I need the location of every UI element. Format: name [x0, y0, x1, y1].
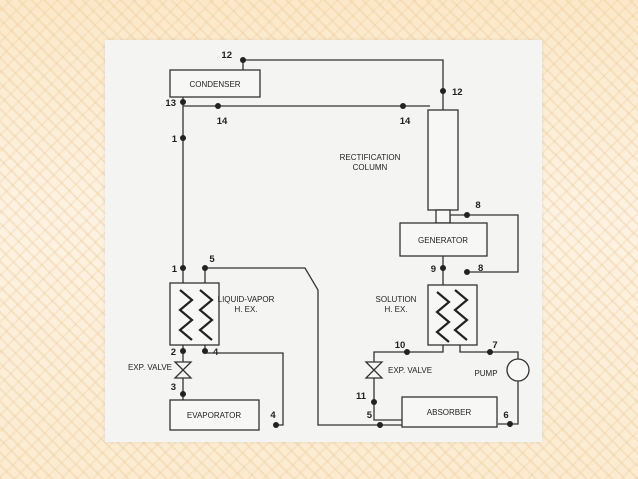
evaporator-label: EVAPORATOR: [187, 411, 241, 420]
rectification-column-label-line1: RECTIFICATION: [340, 153, 401, 162]
pipe-12: [242, 59, 444, 110]
left-expansion-valve-label: EXP. VALVE: [128, 363, 172, 372]
generator-box: [399, 222, 488, 257]
state-point-8-upper: 8: [475, 200, 480, 211]
pipe-10-11: [373, 345, 444, 421]
right-expansion-valve-icon: [364, 361, 384, 379]
liquid-vapor-hex-label-line1: LIQUID-VAPOR: [218, 295, 275, 304]
state-point-14-left: 14: [217, 116, 228, 127]
state-point-5-bottom: 5: [367, 410, 373, 421]
solution-hex-coils: [435, 289, 469, 343]
solution-hex-label-line1: SOLUTION: [376, 295, 417, 304]
state-point-6: 6: [503, 410, 508, 421]
state-point-12-top: 12: [221, 50, 232, 61]
state-point-1-lower: 1: [172, 264, 178, 275]
solution-hex-label-line2: H. EX.: [384, 305, 407, 314]
state-point-13: 13: [165, 98, 176, 109]
liquid-vapor-hex-box: [169, 282, 220, 346]
state-point-12-right: 12: [452, 87, 463, 98]
state-point-5-top: 5: [209, 254, 215, 265]
absorber-box: [401, 396, 498, 428]
right-expansion-valve-label: EXP. VALVE: [388, 366, 432, 375]
pipe-6: [498, 380, 519, 425]
pump-label: PUMP: [474, 369, 497, 378]
state-point-2: 2: [171, 347, 176, 358]
state-point-4-evaporator: 4: [270, 410, 276, 421]
state-point-4-hex: 4: [213, 347, 219, 358]
liquid-vapor-hex-coils: [178, 289, 214, 341]
state-point-8-lower: 8: [478, 263, 483, 274]
condenser-box: [169, 69, 261, 98]
state-point-14-right: 14: [400, 116, 411, 127]
state-point-dots: [180, 57, 513, 428]
left-expansion-valve-icon: [173, 361, 193, 379]
rectification-column-label-line2: COLUMN: [353, 163, 388, 172]
state-point-11: 11: [356, 391, 367, 402]
state-point-9: 9: [431, 264, 436, 275]
state-point-7: 7: [492, 340, 497, 351]
state-point-1-upper: 1: [172, 134, 178, 145]
generator-label: GENERATOR: [418, 236, 468, 245]
pump-circle: [506, 358, 530, 382]
absorber-label: ABSORBER: [427, 408, 472, 417]
column-neck: [435, 209, 451, 224]
solution-hex-box: [427, 284, 478, 346]
rectification-column: [427, 109, 459, 211]
evaporator-box: [169, 399, 260, 431]
state-point-10: 10: [395, 340, 406, 351]
state-point-numbers: 12 12 13 14 14 1 1 5 8 8 9 2 4 3 4 10 7 …: [165, 50, 508, 421]
state-point-3: 3: [171, 382, 176, 393]
condenser-label: CONDENSER: [189, 80, 240, 89]
liquid-vapor-hex-label-line2: H. EX.: [234, 305, 257, 314]
